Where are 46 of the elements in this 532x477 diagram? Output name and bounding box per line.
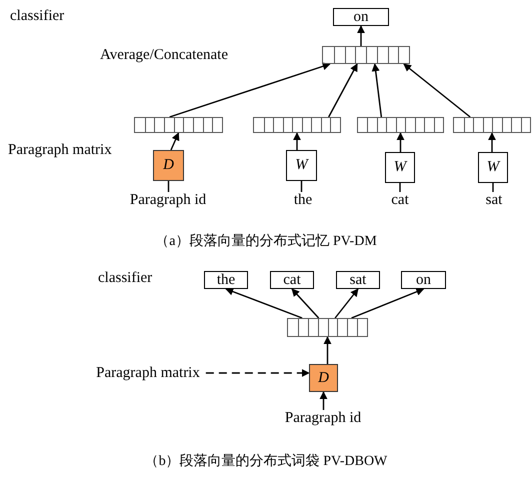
word-box: the xyxy=(204,271,248,289)
vector-cells xyxy=(287,318,368,337)
arrow xyxy=(357,25,365,46)
vector-cells xyxy=(357,117,444,133)
text-label: classifier xyxy=(10,8,64,25)
arrow xyxy=(403,63,471,118)
figure-caption: （a）段落向量的分布式记忆 PV-DM xyxy=(155,232,377,250)
word-box: sat xyxy=(336,271,380,289)
word-box: on xyxy=(401,271,446,289)
word-label: Paragraph id xyxy=(130,192,206,208)
matrix-box: W xyxy=(286,150,317,181)
matrix-box: D xyxy=(153,150,184,181)
vector-cells xyxy=(453,117,531,133)
vector-cells xyxy=(253,117,341,133)
word-label: the xyxy=(294,192,312,208)
text-label: classifier xyxy=(98,270,152,287)
vector-cells xyxy=(134,117,223,133)
arrow xyxy=(351,288,424,319)
arrow xyxy=(320,391,328,410)
text-label: Paragraph matrix xyxy=(8,142,112,159)
word-label: Paragraph id xyxy=(284,410,362,426)
connector-line xyxy=(168,181,170,192)
word-label: sat xyxy=(486,192,502,208)
arrow xyxy=(488,132,496,152)
arrow xyxy=(293,132,301,150)
word-box: on xyxy=(333,8,389,26)
matrix-box: W xyxy=(385,152,415,183)
matrix-box: D xyxy=(309,364,338,392)
arrow xyxy=(372,63,382,118)
arrow xyxy=(170,132,180,150)
word-label: cat xyxy=(391,192,409,208)
arrow xyxy=(291,288,320,318)
arrow xyxy=(334,288,359,318)
word-label: Paragraph matrix xyxy=(96,365,200,381)
arrow xyxy=(324,336,332,364)
arrow xyxy=(225,288,302,319)
matrix-box: W xyxy=(478,152,508,183)
text-label: Average/Concatenate xyxy=(100,47,228,64)
arrow xyxy=(396,132,404,152)
figure-caption: （b）段落向量的分布式词袋 PV-DBOW xyxy=(144,452,388,470)
arrow xyxy=(169,62,331,118)
word-box: cat xyxy=(270,271,314,289)
vector-cells xyxy=(322,46,410,64)
arrow xyxy=(328,63,358,118)
arrow xyxy=(206,369,310,377)
connector-line xyxy=(300,181,302,192)
